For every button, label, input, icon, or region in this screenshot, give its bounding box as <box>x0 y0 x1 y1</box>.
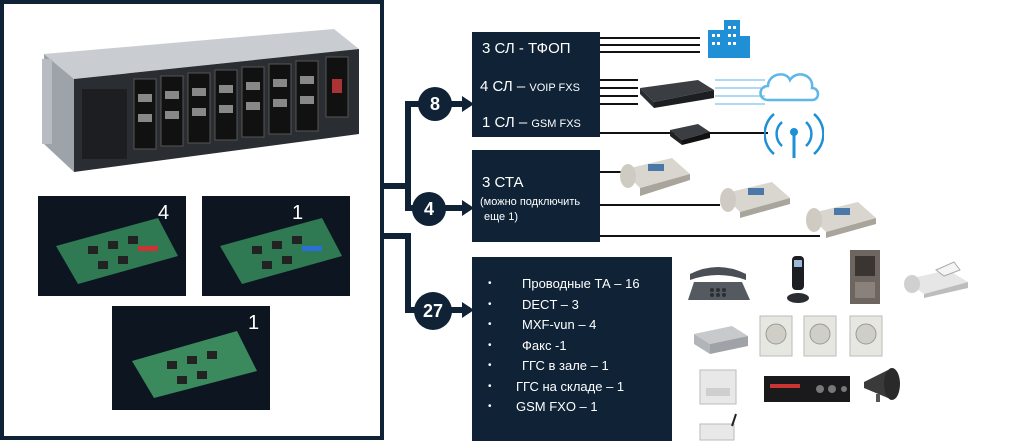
sta-note-line1: (можно подключить <box>480 196 581 208</box>
list-item-text: ГГС на складе – 1 <box>516 378 625 394</box>
list-item: • Факс -1 <box>472 336 672 357</box>
list-item-text: ГГС в зале – 1 <box>522 358 609 373</box>
list-item: • ГГС на складе – 1 <box>472 377 672 398</box>
card-image-3: 1 <box>112 306 270 410</box>
list-bullet: • <box>488 278 492 289</box>
speaker-icon <box>803 315 837 357</box>
dect-phone-icon <box>787 256 809 303</box>
list-bullet: • <box>488 298 492 310</box>
pbx-chassis-image <box>42 29 359 172</box>
list-item: • ГГС в зале – 1 <box>472 356 672 377</box>
trunk-lines-box: 3 СЛ - ТФОП 4 СЛ – VOIP FXS 1 СЛ – GSM F… <box>472 32 600 137</box>
list-item-text: Факс -1 <box>522 337 567 353</box>
trunk-row-pstn: 3 СЛ - ТФОП <box>482 40 571 57</box>
gsm-fxo-icon <box>699 413 737 441</box>
gsm-gateway-icon <box>670 124 710 145</box>
devices-list-box: • Проводные ТА – 16 • DECT – 3 • MXF-vun – … <box>472 257 672 441</box>
trunk-row-gsm-main: 1 СЛ – <box>482 114 532 131</box>
circuit-board-icon <box>56 218 178 284</box>
trunk-row-voip-main: 4 СЛ – <box>480 78 530 95</box>
list-bullet: • <box>488 401 492 412</box>
desk-phone-icon <box>688 267 750 300</box>
equipment-panel: 4 1 1 <box>0 0 384 440</box>
list-item-text: GSM FXO – 1 <box>516 399 598 414</box>
fax-icon <box>904 261 968 298</box>
list-bullet: • <box>488 380 492 392</box>
list-item: • DECT – 3 <box>472 295 672 316</box>
amplifier-icon <box>764 376 850 402</box>
module-box-icon <box>694 326 748 354</box>
office-phone-icon <box>620 158 690 196</box>
voip-gateway-icon <box>640 80 714 108</box>
card-image-2: 1 <box>202 196 350 296</box>
lines-count-badge: 8 <box>418 87 452 121</box>
horn-speaker-icon <box>864 368 900 402</box>
list-bullet: • <box>488 360 492 371</box>
antenna-icon <box>764 113 824 158</box>
list-item: • GSM FXO – 1 <box>472 397 672 418</box>
trunk-row-voip-sub: VOIP FXS <box>529 82 580 94</box>
card-count-2: 1 <box>292 202 304 224</box>
sta-count-badge: 4 <box>412 192 446 226</box>
trunk-row-voip: 4 СЛ – VOIP FXS <box>480 78 580 96</box>
trunk-row-gsm-sub: GSM FXS <box>531 118 581 130</box>
speaker-icon <box>849 315 883 357</box>
card-count-1: 4 <box>158 202 170 224</box>
office-phone-icon <box>806 202 876 238</box>
card-count-3: 1 <box>248 312 260 334</box>
list-item-text: Проводные ТА – 16 <box>522 276 640 291</box>
cloud-icon <box>759 73 820 102</box>
building-icon <box>708 20 750 58</box>
card-image-1: 4 <box>38 196 186 296</box>
system-phones-box: 3 СТА (можно подключить еще 1) <box>472 150 600 242</box>
sta-note-line2: еще 1) <box>484 211 518 223</box>
list-bullet: • <box>488 319 492 330</box>
list-item-text: MXF-vun – 4 <box>522 317 597 332</box>
power-unit-icon <box>699 369 737 405</box>
speaker-icon <box>759 315 793 357</box>
intercom-panel-icon <box>850 250 880 304</box>
list-item: • Проводные ТА – 16 <box>472 274 672 295</box>
list-bullet: • <box>488 339 492 351</box>
circuit-board-icon <box>220 218 342 284</box>
list-item: • MXF-vun – 4 <box>472 315 672 336</box>
list-item-text: DECT – 3 <box>522 296 579 312</box>
office-phone-icon <box>720 182 790 218</box>
devices-list: • Проводные ТА – 16 • DECT – 3 • MXF-vun – … <box>472 274 672 418</box>
sta-title: 3 СТА <box>482 174 524 191</box>
trunk-row-gsm: 1 СЛ – GSM FXS <box>482 114 581 132</box>
circuit-board-icon <box>132 331 257 398</box>
devices-count-badge: 27 <box>414 292 452 330</box>
